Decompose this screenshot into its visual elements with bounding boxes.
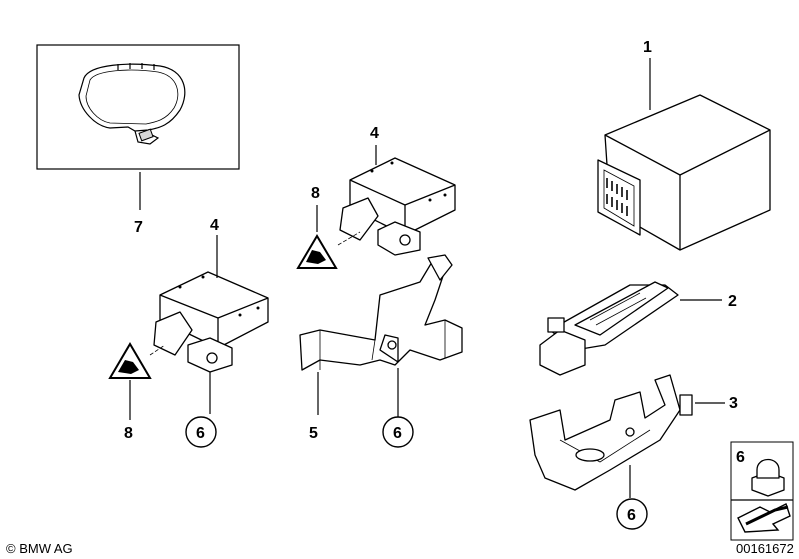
callout-6-bracket: 6 [382,416,414,448]
arrow-icon [737,503,791,533]
callout-3: 3 [729,395,738,412]
callout-4-lower: 4 [210,217,219,234]
warning-triangle-icon [108,342,152,379]
callout-4-upper: 4 [370,125,379,142]
part-5-bracket [299,254,463,371]
callout-6-nut: 6 [736,449,745,466]
svg-text:6: 6 [393,425,402,442]
callout-6-holder: 6 [616,498,648,530]
part-4-sensor-upper [339,157,456,256]
callout-5: 5 [309,425,318,442]
part-2-antenna [539,281,679,376]
part-6-nut-box: 6 [730,441,794,541]
callout-7: 7 [134,219,143,236]
part-3-holder [529,374,693,491]
warning-triangle-icon [296,234,338,269]
part-1-control-unit [597,94,771,251]
image-number: 00161672 [736,541,794,556]
svg-text:6: 6 [196,425,205,442]
copyright-text: © BMW AG [6,541,73,556]
callout-6-lower-sensor: 6 [185,416,217,448]
callout-8-lower: 8 [124,425,133,442]
callout-2: 2 [728,293,737,310]
svg-text:6: 6 [627,507,636,524]
part-7-antenna-ring [36,44,240,170]
part-4-sensor-lower [153,271,269,373]
callout-1: 1 [643,39,652,56]
callout-8-upper: 8 [311,185,320,202]
